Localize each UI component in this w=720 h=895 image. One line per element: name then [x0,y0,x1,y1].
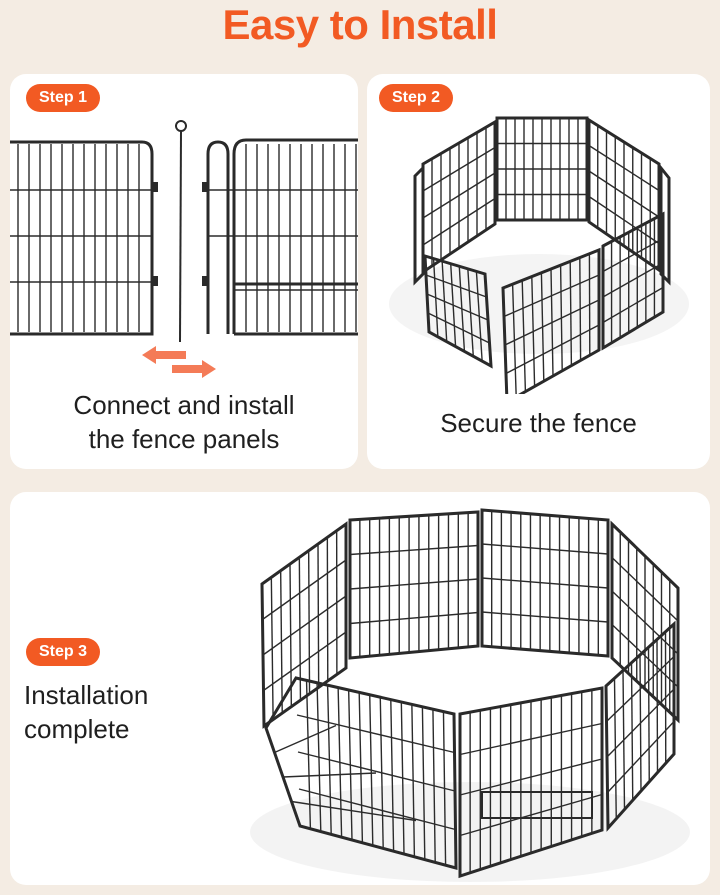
step-1-caption: Connect and install the fence panels [10,388,358,456]
step-3-badge: Step 3 [26,638,101,666]
step-2-badge: Step 2 [379,84,454,112]
step-1-caption-line1: Connect and install [73,390,295,420]
step-3-caption: Installation complete [24,678,244,746]
double-arrow-icon [142,346,216,378]
page-title: Easy to Install [222,1,498,48]
step-3-caption-line1: Installation [24,680,149,710]
step-1-caption-line2: the fence panels [88,424,280,454]
fence-octagon-open [413,116,671,394]
step-3-caption-line2: complete [24,714,130,744]
step-1-badge: Step 1 [26,84,101,112]
step-1-illustration [10,120,358,378]
right-fence-panel [202,138,358,336]
step-3-illustration [250,508,690,882]
step-2-illustration [389,116,689,394]
left-fence-panel [10,140,158,336]
step-3-card: Step 3 Installation complete [10,492,710,885]
fence-octagon-complete [260,508,680,879]
step-1-card: Step 1 [10,74,358,469]
step-2-card: Step 2 Secure the fence [367,74,710,469]
step-2-caption: Secure the fence [440,408,637,438]
connecting-rod [175,120,187,343]
